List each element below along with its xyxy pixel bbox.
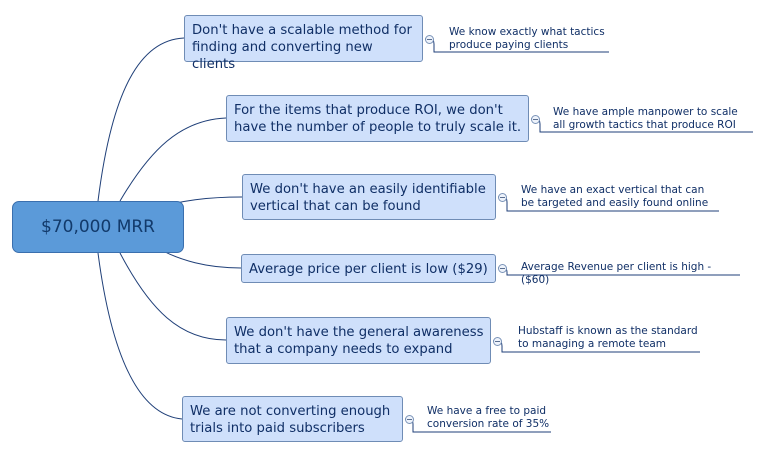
goal-note-0[interactable]: We know exactly what tactics produce pay…: [449, 26, 609, 52]
root-connector-0: [97, 37, 185, 202]
problem-label: We don't have the general awareness that…: [234, 325, 484, 357]
collapse-toggle-icon[interactable]: [531, 115, 540, 124]
goal-label: We have an exact vertical that can be ta…: [521, 184, 709, 209]
goal-label: We have ample manpower to scale all grow…: [553, 106, 738, 131]
collapse-toggle-icon[interactable]: [498, 193, 507, 202]
problem-label: Average price per client is low ($29): [249, 262, 488, 277]
root-connector-1: [119, 117, 227, 202]
problem-node-2[interactable]: We don't have an easily identifiable ver…: [242, 174, 496, 220]
problem-label: We don't have an easily identifiable ver…: [250, 182, 486, 214]
problem-node-5[interactable]: We are not converting enough trials into…: [182, 396, 403, 442]
collapse-toggle-icon[interactable]: [405, 415, 414, 424]
problem-label: Don't have a scalable method for finding…: [192, 23, 412, 72]
problem-node-4[interactable]: We don't have the general awareness that…: [226, 317, 491, 364]
problem-node-1[interactable]: For the items that produce ROI, we don't…: [226, 95, 529, 142]
problem-node-0[interactable]: Don't have a scalable method for finding…: [184, 15, 423, 72]
goal-note-1[interactable]: We have ample manpower to scale all grow…: [553, 106, 753, 132]
goal-note-2[interactable]: We have an exact vertical that can be ta…: [521, 184, 719, 210]
goal-label: Hubstaff is known as the standard to man…: [518, 325, 698, 350]
problem-label: For the items that produce ROI, we don't…: [234, 103, 522, 135]
central-topic-label: $70,000 MRR: [41, 217, 155, 237]
central-topic[interactable]: $70,000 MRR: [12, 201, 184, 253]
goal-label: We have a free to paid conversion rate o…: [427, 405, 550, 430]
goal-note-3[interactable]: Average Revenue per client is high - ($6…: [521, 261, 740, 287]
root-connector-4: [119, 252, 227, 341]
root-connector-5: [97, 252, 183, 420]
goal-note-5[interactable]: We have a free to paid conversion rate o…: [427, 405, 551, 431]
collapse-toggle-icon[interactable]: [493, 337, 502, 346]
collapse-toggle-icon[interactable]: [425, 35, 434, 44]
collapse-toggle-icon[interactable]: [498, 264, 507, 273]
problem-label: We are not converting enough trials into…: [190, 404, 391, 436]
goal-note-4[interactable]: Hubstaff is known as the standard to man…: [518, 325, 700, 351]
goal-label: We know exactly what tactics produce pay…: [449, 26, 605, 51]
problem-node-3[interactable]: Average price per client is low ($29): [241, 254, 496, 283]
goal-label: Average Revenue per client is high - ($6…: [521, 261, 712, 286]
